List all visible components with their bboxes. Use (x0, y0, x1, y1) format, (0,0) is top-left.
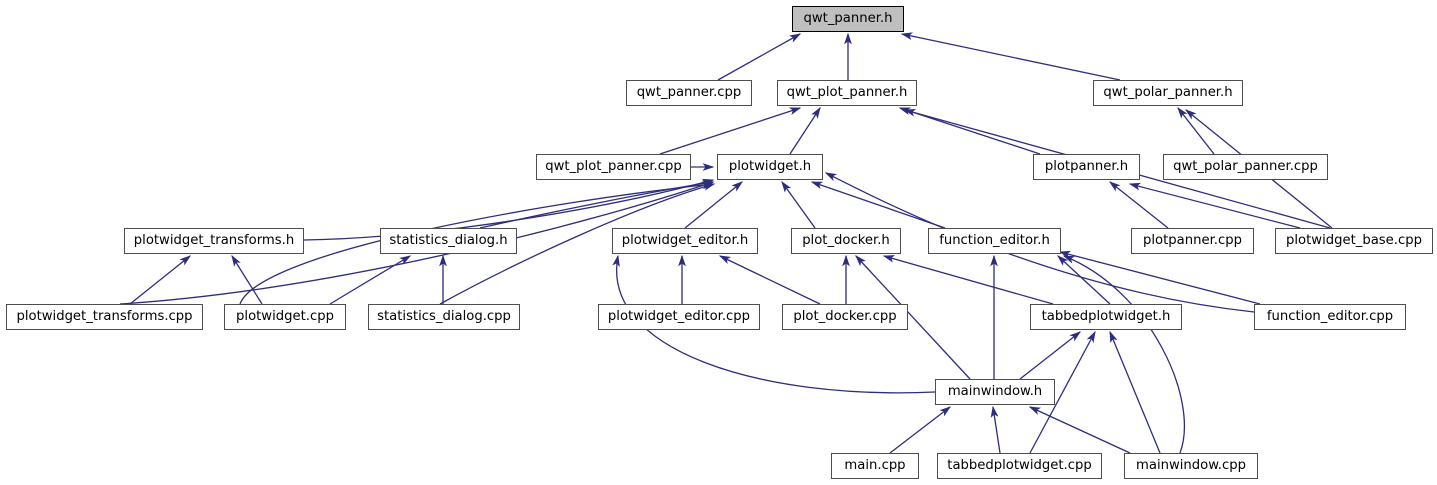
graph-node-main-cpp[interactable]: main.cpp (831, 453, 919, 479)
graph-node-label: plotwidget.h (728, 159, 812, 175)
graph-node-label: qwt_polar_panner.cpp (1173, 159, 1318, 175)
graph-node-mainwindow-h[interactable]: mainwindow.h (935, 379, 1055, 405)
graph-edge (889, 406, 952, 454)
graph-node-label: plot_docker.cpp (793, 309, 897, 325)
graph-edge (231, 254, 263, 305)
graph-node-label: plot_docker.h (802, 233, 890, 249)
graph-node-plotwidget-base-cpp[interactable]: plotwidget_base.cpp (1275, 228, 1433, 254)
graph-node-label: tabbedplotwidget.h (1041, 309, 1171, 325)
graph-node-statistics-dialog-cpp[interactable]: statistics_dialog.cpp (368, 304, 520, 330)
graph-edge (1109, 330, 1161, 454)
graph-edge (1108, 181, 1169, 229)
graph-edge (479, 179, 715, 229)
graph-node-label: plotwidget_transforms.cpp (16, 309, 193, 325)
graph-node-plotwidget-editor-h[interactable]: plotwidget_editor.h (612, 228, 758, 254)
graph-edge (659, 107, 802, 155)
graph-node-function-editor-cpp[interactable]: function_editor.cpp (1254, 304, 1406, 330)
graph-node-label: function_editor.h (939, 233, 1050, 249)
graph-node-label: plotwidget_editor.h (621, 233, 749, 249)
graph-node-plotwidget-cpp[interactable]: plotwidget.cpp (224, 304, 346, 330)
graph-edge (1062, 255, 1185, 454)
graph-node-label: statistics_dialog.cpp (377, 309, 511, 325)
graph-edge (129, 255, 192, 305)
graph-edge (882, 255, 1054, 305)
graph-node-label: tabbedplotwidget.cpp (947, 458, 1092, 474)
graph-node-qwt-plot-panner-cpp[interactable]: qwt_plot_panner.cpp (536, 154, 691, 180)
graph-node-label: plotwidget.cpp (236, 309, 334, 325)
graph-node-label: qwt_plot_panner.cpp (545, 159, 682, 175)
graph-node-label: qwt_panner.cpp (636, 85, 742, 101)
graph-node-label: plotwidget_transforms.h (133, 233, 295, 249)
graph-edge (1057, 255, 1111, 305)
graph-edge (1177, 106, 1215, 155)
graph-node-tabbedplotwidget-h[interactable]: tabbedplotwidget.h (1030, 304, 1182, 330)
graph-node-qwt-panner-cpp[interactable]: qwt_panner.cpp (626, 80, 752, 106)
graph-node-statistics-dialog-h[interactable]: statistics_dialog.h (380, 228, 517, 254)
graph-node-label: plotpanner.cpp (1143, 233, 1242, 249)
graph-node-qwt-polar-panner-h[interactable]: qwt_polar_panner.h (1093, 80, 1243, 106)
graph-edge (781, 180, 816, 229)
graph-edge (1028, 406, 1131, 454)
graph-node-plotpanner-cpp[interactable]: plotpanner.cpp (1131, 228, 1254, 254)
graph-node-qwt-panner-h[interactable]: qwt_panner.h (792, 6, 904, 32)
graph-node-plotwidget-h[interactable]: plotwidget.h (717, 154, 823, 180)
graph-node-qwt-plot-panner-h[interactable]: qwt_plot_panner.h (777, 80, 917, 106)
graph-node-plot-docker-cpp[interactable]: plot_docker.cpp (782, 304, 908, 330)
graph-edge (789, 106, 821, 155)
graph-edge (718, 255, 821, 305)
graph-node-label: mainwindow.cpp (1136, 458, 1246, 474)
graph-node-plotwidget-transforms-h[interactable]: plotwidget_transforms.h (124, 228, 304, 254)
graph-node-plot-docker-h[interactable]: plot_docker.h (791, 228, 901, 254)
graph-node-plotwidget-editor-cpp[interactable]: plotwidget_editor.cpp (598, 304, 760, 330)
graph-node-label: qwt_panner.h (803, 11, 893, 27)
graph-node-label: mainwindow.h (947, 384, 1043, 400)
graph-edge (1058, 250, 1261, 305)
graph-node-label: plotpanner.h (1044, 159, 1129, 175)
graph-node-qwt-polar-panner-cpp[interactable]: qwt_polar_panner.cpp (1163, 154, 1328, 180)
graph-node-label: qwt_plot_panner.h (786, 85, 908, 101)
graph-edge (717, 33, 802, 81)
graph-node-label: function_editor.cpp (1266, 309, 1394, 325)
graph-node-function-editor-h[interactable]: function_editor.h (928, 228, 1061, 254)
graph-node-plotwidget-transforms-cpp[interactable]: plotwidget_transforms.cpp (6, 304, 203, 330)
graph-edge (990, 405, 1001, 454)
graph-node-label: statistics_dialog.h (389, 233, 508, 249)
graph-edge (684, 181, 744, 229)
graph-edge (898, 107, 1041, 155)
graph-node-tabbedplotwidget-cpp[interactable]: tabbedplotwidget.cpp (937, 453, 1102, 479)
graph-node-label: qwt_polar_panner.h (1103, 85, 1233, 101)
graph-edge (329, 255, 412, 305)
graph-edge (1128, 182, 1301, 229)
graph-edge (810, 181, 946, 229)
graph-node-plotpanner-h[interactable]: plotpanner.h (1033, 154, 1140, 180)
graph-node-label: plotwidget_editor.cpp (607, 309, 751, 325)
graph-node-mainwindow-cpp[interactable]: mainwindow.cpp (1124, 453, 1258, 479)
graph-node-label: main.cpp (844, 458, 906, 474)
graph-node-label: plotwidget_base.cpp (1286, 233, 1422, 249)
graph-edge (900, 32, 1121, 81)
graph-edge (1019, 331, 1082, 380)
